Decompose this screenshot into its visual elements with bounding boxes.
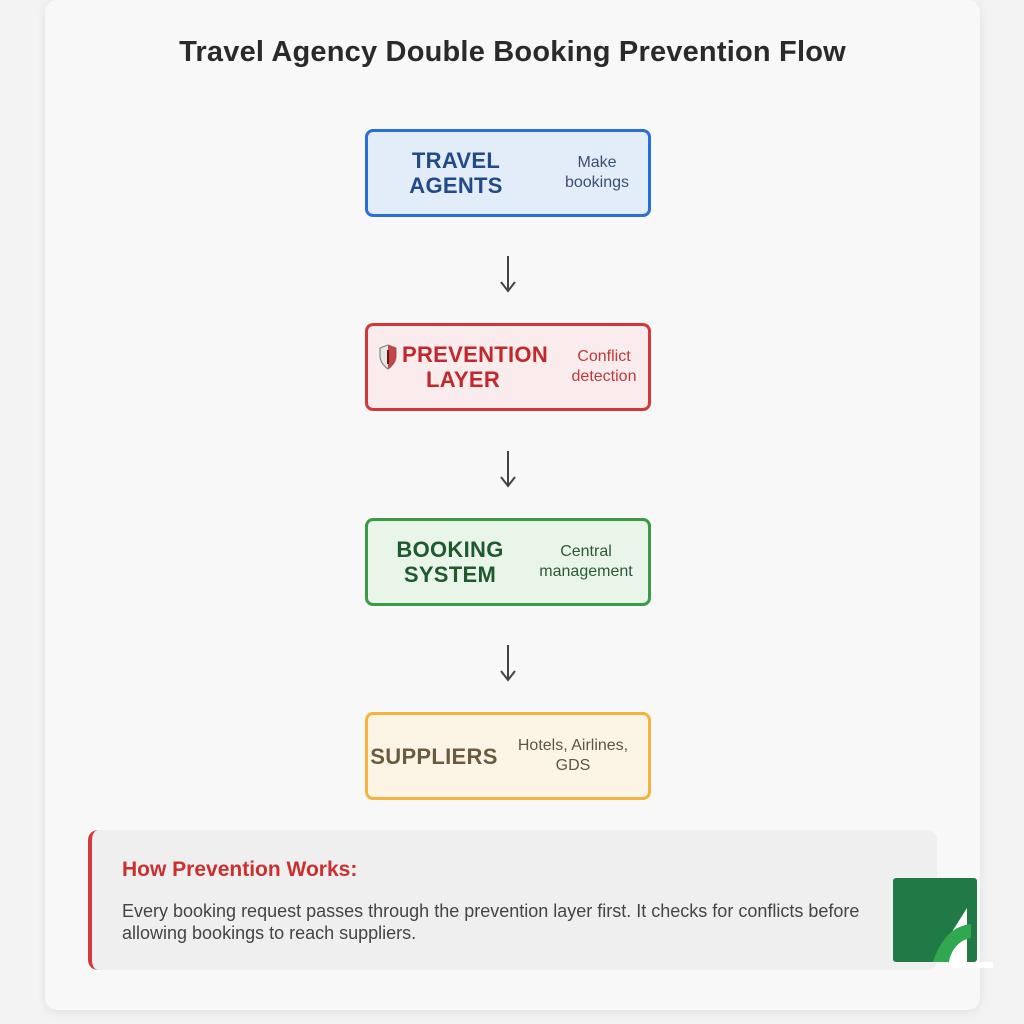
node-title-line: TRAVEL [411, 148, 501, 173]
node-title-line: AGENTS [409, 173, 503, 198]
node-title: TRAVEL AGENTS [396, 148, 516, 198]
info-text: Every booking request passes through the… [122, 901, 860, 943]
node-description-line: Hotels, Airlines, [517, 737, 629, 754]
node-title-line: BOOKING [396, 537, 504, 562]
node-title: SUPPLIERS [370, 744, 498, 769]
shield-icon [379, 344, 397, 370]
node-description-line: Make [577, 154, 617, 171]
node-description: Make bookings [554, 153, 640, 193]
node-description-line: Conflict [577, 348, 631, 365]
node-description-line: Central [560, 543, 612, 560]
node-travel-agents: TRAVEL AGENTS Make bookings [365, 129, 651, 217]
node-title-line: LAYER [425, 367, 501, 392]
node-prevention-layer: PREVENTION LAYER Conflict detection [365, 323, 651, 411]
node-description-line: GDS [555, 757, 591, 774]
node-suppliers: SUPPLIERS Hotels, Airlines, GDS [365, 712, 651, 800]
node-booking-system: BOOKING SYSTEM Central management [365, 518, 651, 606]
node-title-line: SUPPLIERS [370, 743, 498, 769]
down-arrow-icon [500, 256, 516, 293]
diagram-title: Travel Agency Double Booking Prevention … [179, 36, 846, 68]
node-description-line: bookings [564, 174, 630, 191]
node-description: Central management [530, 542, 642, 582]
node-title: PREVENTION LAYER [402, 342, 549, 392]
node-description: Conflict detection [562, 347, 646, 387]
brand-logo-icon [893, 878, 993, 968]
node-title-line: SYSTEM [403, 562, 497, 587]
node-description-line: detection [571, 368, 637, 385]
info-box: How Prevention Works: Every booking requ… [88, 830, 937, 970]
down-arrow-icon [500, 645, 516, 682]
node-title: BOOKING SYSTEM [392, 537, 508, 587]
node-description: Hotels, Airlines, GDS [510, 736, 636, 776]
down-arrow-icon [500, 451, 516, 488]
node-title-line: PREVENTION [402, 342, 549, 367]
info-title: How Prevention Works: [122, 858, 358, 881]
node-description-line: management [539, 563, 633, 580]
